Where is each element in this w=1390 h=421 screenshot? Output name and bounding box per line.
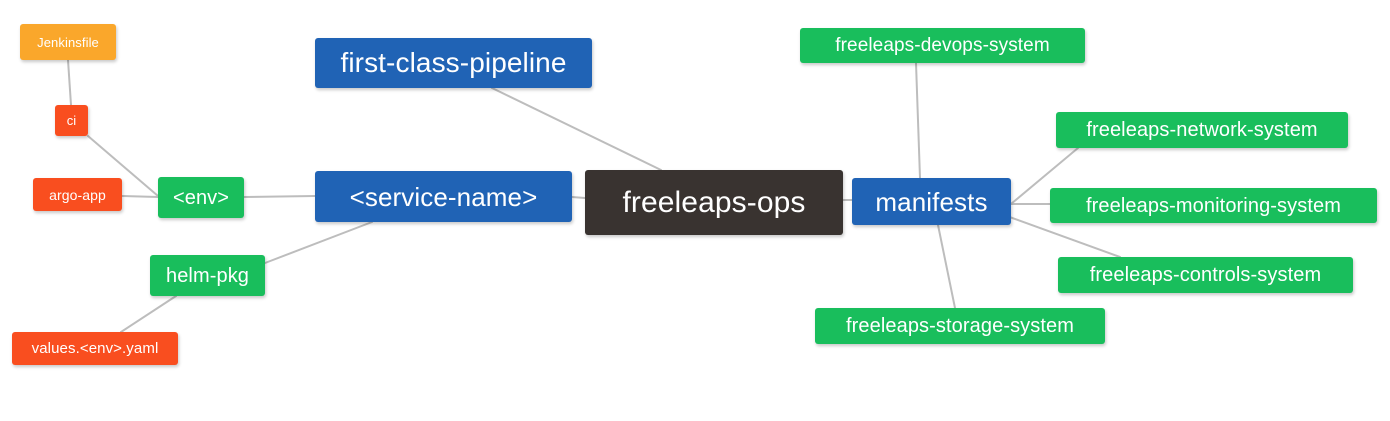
node-helm-pkg[interactable]: helm-pkg [150,255,265,296]
node-freeleaps-storage-system[interactable]: freeleaps-storage-system [815,308,1105,344]
edge-argo-app-to-env [121,195,159,198]
node-label-freeleaps-network-system: freeleaps-network-system [1086,119,1318,141]
node-freeleaps-controls-system[interactable]: freeleaps-controls-system [1058,257,1353,293]
node-manifests[interactable]: manifests [852,178,1011,225]
node-label-manifests: manifests [875,186,988,217]
edge-env-to-service-name [243,195,316,198]
edge-jenkinsfile-to-ci [67,59,72,106]
node-first-class-pipeline[interactable]: first-class-pipeline [315,38,592,88]
node-service-name[interactable]: <service-name> [315,171,572,222]
node-label-freeleaps-ops: freeleaps-ops [622,185,806,219]
node-label-freeleaps-controls-system: freeleaps-controls-system [1089,264,1322,286]
edge-helm-pkg-to-service-name [264,221,373,264]
node-ci[interactable]: ci [55,105,88,136]
node-env[interactable]: <env> [158,177,244,218]
node-argo-app[interactable]: argo-app [33,178,122,211]
node-freeleaps-network-system[interactable]: freeleaps-network-system [1056,112,1348,148]
edge-service-name-to-freeleaps-ops [571,196,586,199]
node-label-first-class-pipeline: first-class-pipeline [340,47,567,78]
node-label-helm-pkg: helm-pkg [165,264,250,287]
node-label-values-env-yaml: values.<env>.yaml [31,340,159,357]
node-label-argo-app: argo-app [49,186,106,203]
node-freeleaps-ops[interactable]: freeleaps-ops [585,170,843,235]
node-label-env: <env> [172,186,230,209]
node-label-freeleaps-storage-system: freeleaps-storage-system [845,315,1075,337]
node-label-jenkinsfile: Jenkinsfile [37,34,99,50]
node-freeleaps-devops-system[interactable]: freeleaps-devops-system [800,28,1085,63]
node-label-service-name: <service-name> [349,181,538,212]
node-values-env-yaml[interactable]: values.<env>.yaml [12,332,178,365]
edge-values-env-yaml-to-helm-pkg [120,295,177,333]
edge-manifests-to-freeleaps-storage-system [937,224,956,309]
node-label-freeleaps-monitoring-system: freeleaps-monitoring-system [1085,194,1341,217]
edge-first-class-pipeline-to-freeleaps-ops [491,87,662,171]
node-freeleaps-monitoring-system[interactable]: freeleaps-monitoring-system [1050,188,1377,223]
edge-manifests-to-freeleaps-devops-system [915,62,921,179]
node-label-ci: ci [66,113,77,128]
node-label-freeleaps-devops-system: freeleaps-devops-system [835,35,1050,56]
node-jenkinsfile[interactable]: Jenkinsfile [20,24,116,60]
